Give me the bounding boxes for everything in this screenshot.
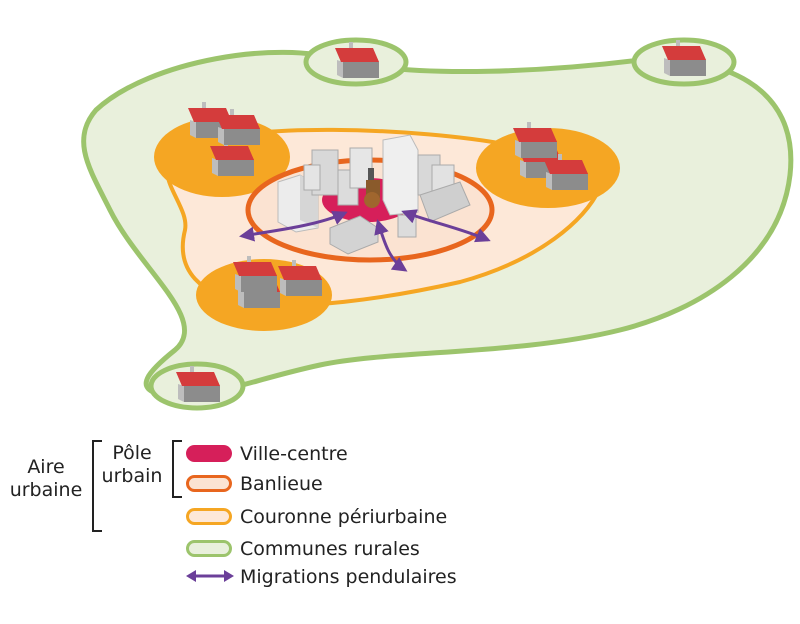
migration-arrow-icon <box>186 570 234 582</box>
urban-area-diagram <box>81 37 794 411</box>
city-buildings-icon <box>277 134 471 255</box>
banlieue-swatch <box>186 475 232 492</box>
aire-urbaine-bracket <box>92 440 102 532</box>
legend-label-communes-rurales: Communes rurales <box>240 538 420 560</box>
pole-urbain-label: Pôle urbain <box>101 442 163 487</box>
couronne-periurbaine-swatch <box>186 508 232 525</box>
legend-label-migrations-pendulaires: Migrations pendulaires <box>240 566 457 588</box>
aire-urbaine-label: Aire urbaine <box>9 456 83 501</box>
legend-label-ville-centre: Ville-centre <box>240 443 348 465</box>
ville-centre-swatch <box>186 445 232 462</box>
migrations-arrows <box>239 209 491 272</box>
legend-label-banlieue: Banlieue <box>240 473 323 495</box>
communes-rurales-swatch <box>186 540 232 557</box>
legend-label-couronne-periurbaine: Couronne périurbaine <box>240 506 448 528</box>
pole-urbain-bracket <box>172 440 182 498</box>
